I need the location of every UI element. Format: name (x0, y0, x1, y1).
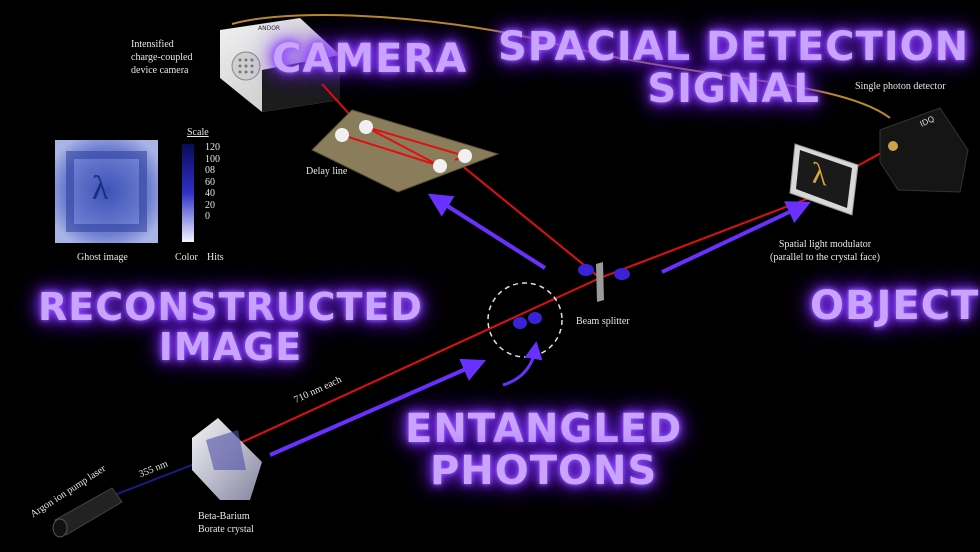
scale-hits-label: Hits (207, 252, 224, 263)
scale-tick: 100 (205, 153, 220, 165)
delay-line-plate (311, 109, 500, 193)
slm-label: Spatial light modulator (parallel to the… (770, 239, 880, 263)
heading-object: OBJECT (810, 283, 980, 329)
scale-tick: 40 (205, 188, 215, 199)
scale-color-label: Color (175, 252, 198, 263)
camera-label: Intensified charge-coupled device camera (131, 39, 193, 76)
reference-beam (454, 159, 601, 279)
bbo-crystal (192, 418, 262, 500)
scale-tick: 60 (205, 176, 215, 188)
camera-brand: ANDOR (258, 25, 281, 32)
arrow-to-splitter (269, 358, 486, 457)
scale-colorbar (182, 144, 194, 242)
delay-line-label: Delay line (306, 166, 348, 177)
single-photon-detector (879, 107, 969, 193)
heading-camera: CAMERA (272, 36, 468, 82)
scale-ticks: 120 100 08 60 40 20 0 (205, 142, 235, 223)
heading-entangled-photons: ENTANGLED PHOTONS (405, 406, 683, 494)
object-beam (599, 191, 826, 279)
scale-tick: 0 (205, 211, 210, 222)
arrow-to-delay-line (427, 193, 547, 270)
heading-spacial-detection: SPACIAL DETECTION SIGNAL (498, 24, 970, 112)
argon-laser (52, 487, 123, 538)
spatial-light-modulator (789, 143, 859, 216)
ghost-lambda: λ (92, 170, 109, 207)
scale-tick: 120 (205, 142, 220, 153)
iccd-camera (220, 18, 340, 112)
scale-tick: 20 (205, 199, 215, 211)
curved-arrow-icon (502, 341, 543, 387)
ghost-image (55, 140, 158, 243)
crystal-label: Beta-Barium Borate crystal (198, 511, 254, 535)
photon-pairs (513, 264, 630, 329)
beam-splitter (596, 262, 604, 302)
ghost-image-label: Ghost image (77, 252, 128, 263)
heading-reconstructed-image: RECONSTRUCTED IMAGE (38, 285, 423, 369)
signal-cable (231, 14, 891, 119)
scale-tick: 08 (205, 165, 215, 176)
entangled-beam (211, 277, 601, 457)
slm-lambda: λ (812, 156, 827, 193)
scale-title: Scale (187, 127, 209, 138)
detector-label: Single photon detector (855, 81, 946, 92)
beam-splitter-label: Beam splitter (576, 316, 630, 327)
arrow-to-object (661, 201, 811, 274)
